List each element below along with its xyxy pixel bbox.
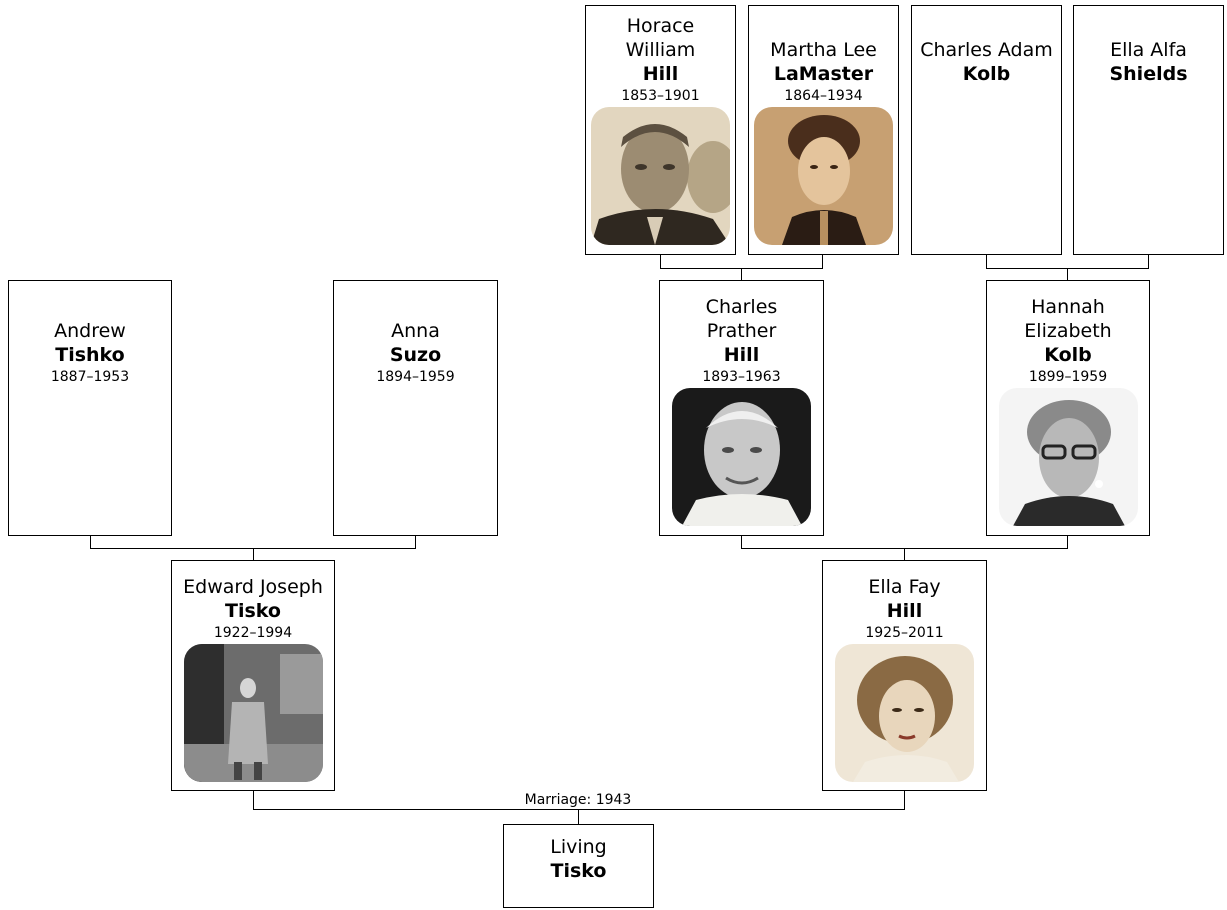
surname: Kolb [1044, 344, 1092, 366]
given-name: Martha Lee [770, 39, 877, 61]
surname: Tisko [550, 860, 607, 882]
connector [904, 548, 905, 561]
given-name: Living [550, 836, 607, 858]
life-dates: 1922–1994 [213, 625, 293, 641]
person-card-hannah-kolb[interactable]: Hannah Elizabeth Kolb 1899–1959 [986, 280, 1150, 536]
connector [253, 790, 254, 810]
life-dates: 1864–1934 [784, 88, 863, 104]
connector [1067, 535, 1068, 549]
marriage-label: Marriage: 1943 [524, 792, 632, 808]
connector [253, 809, 905, 810]
person-card-andrew-tishko[interactable]: Andrew Tishko 1887–1953 [8, 280, 172, 536]
given-name: Ella Alfa [1110, 39, 1187, 61]
person-card-martha-lamaster[interactable]: Martha Lee LaMaster 1864–1934 [748, 5, 899, 255]
given-name: Horace William [625, 15, 696, 61]
portrait-photo [835, 644, 974, 782]
surname: LaMaster [773, 63, 874, 85]
connector [986, 254, 987, 268]
given-name: Andrew [54, 320, 126, 342]
connector [904, 790, 905, 810]
person-card-ella-fay-hill[interactable]: Ella Fay Hill 1925–2011 [822, 560, 987, 791]
connector [741, 535, 742, 549]
connector [253, 548, 254, 561]
connector [1067, 268, 1068, 281]
given-name: Charles Prather [705, 296, 778, 342]
surname: Hill [723, 344, 760, 366]
life-dates: 1925–2011 [865, 625, 944, 641]
given-name: Edward Joseph [183, 576, 323, 598]
surname: Tisko [225, 600, 281, 622]
given-name: Charles Adam [920, 39, 1053, 61]
connector [90, 535, 91, 549]
connector [822, 254, 823, 268]
surname: Hill [886, 600, 923, 622]
connector [660, 254, 661, 268]
person-card-living-tisko[interactable]: Living Tisko [503, 824, 654, 908]
person-card-anna-suzo[interactable]: Anna Suzo 1894–1959 [333, 280, 498, 536]
person-card-edward-tisko[interactable]: Edward Joseph Tisko 1922–1994 [171, 560, 335, 791]
given-name: Anna [391, 320, 440, 342]
connector [415, 535, 416, 549]
portrait-photo [591, 107, 730, 245]
surname: Suzo [389, 344, 442, 366]
life-dates: 1894–1959 [376, 369, 455, 385]
given-name: Hannah Elizabeth [1024, 296, 1112, 342]
portrait-photo [183, 644, 323, 782]
person-card-charles-adam-kolb[interactable]: Charles Adam Kolb [911, 5, 1062, 255]
surname: Kolb [962, 63, 1011, 85]
person-card-charles-prather-hill[interactable]: Charles Prather Hill 1893–1963 [659, 280, 824, 536]
life-dates: 1899–1959 [1028, 369, 1108, 385]
given-name: Ella Fay [868, 576, 941, 598]
surname: Tishko [55, 344, 125, 366]
life-dates: 1887–1953 [50, 369, 130, 385]
connector [578, 809, 579, 824]
life-dates: 1893–1963 [702, 369, 781, 385]
portrait-photo [754, 107, 893, 245]
life-dates: 1853–1901 [621, 88, 700, 104]
surname: Shields [1109, 63, 1188, 85]
surname: Hill [642, 63, 679, 85]
portrait-photo [998, 388, 1138, 526]
connector [1148, 254, 1149, 268]
person-card-ella-alfa-shields[interactable]: Ella Alfa Shields [1073, 5, 1224, 255]
connector [741, 268, 742, 281]
portrait-photo [672, 388, 811, 526]
person-card-horace-hill[interactable]: Horace William Hill 1853–1901 [585, 5, 736, 255]
